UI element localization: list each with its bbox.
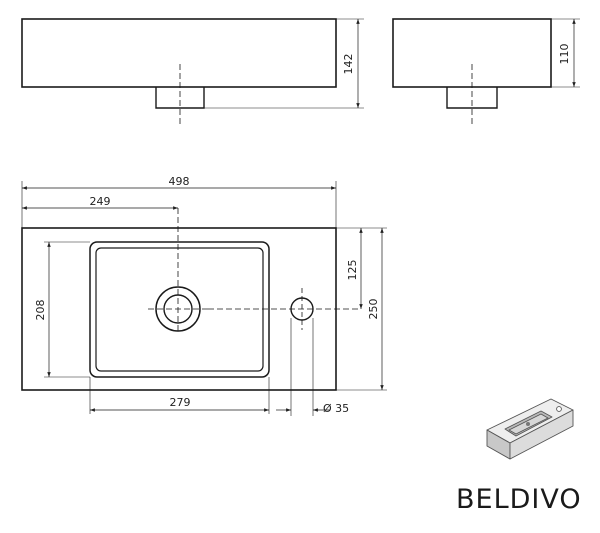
tap-hole-label: Ø 35 [323, 402, 349, 415]
front-elevation-view [392, 18, 580, 124]
basin-3d-thumbnail-icon [486, 398, 574, 460]
side-elevation-view [21, 18, 364, 124]
front-drain-outline [446, 87, 498, 109]
tap-offset-label: 125 [346, 260, 359, 281]
drain-offset-label: 249 [90, 195, 111, 208]
side-height-label: 142 [342, 54, 355, 75]
front-height-label: 110 [558, 44, 571, 65]
side-drain-outline [155, 87, 205, 109]
plan-basin-inner [95, 247, 264, 372]
basin-depth-label: 208 [34, 300, 47, 321]
side-body-outline [21, 18, 337, 88]
thumb-tap-hole [556, 406, 562, 412]
brand-logo: BELDIVO [456, 484, 582, 515]
thumb-drain [526, 422, 530, 426]
total-depth-label: 250 [367, 299, 380, 320]
total-width-label: 498 [169, 175, 190, 188]
plan-view [21, 181, 387, 416]
plan-basin-outer [89, 241, 270, 378]
thumb-side-face [509, 409, 574, 460]
basin-width-label: 279 [170, 396, 191, 409]
